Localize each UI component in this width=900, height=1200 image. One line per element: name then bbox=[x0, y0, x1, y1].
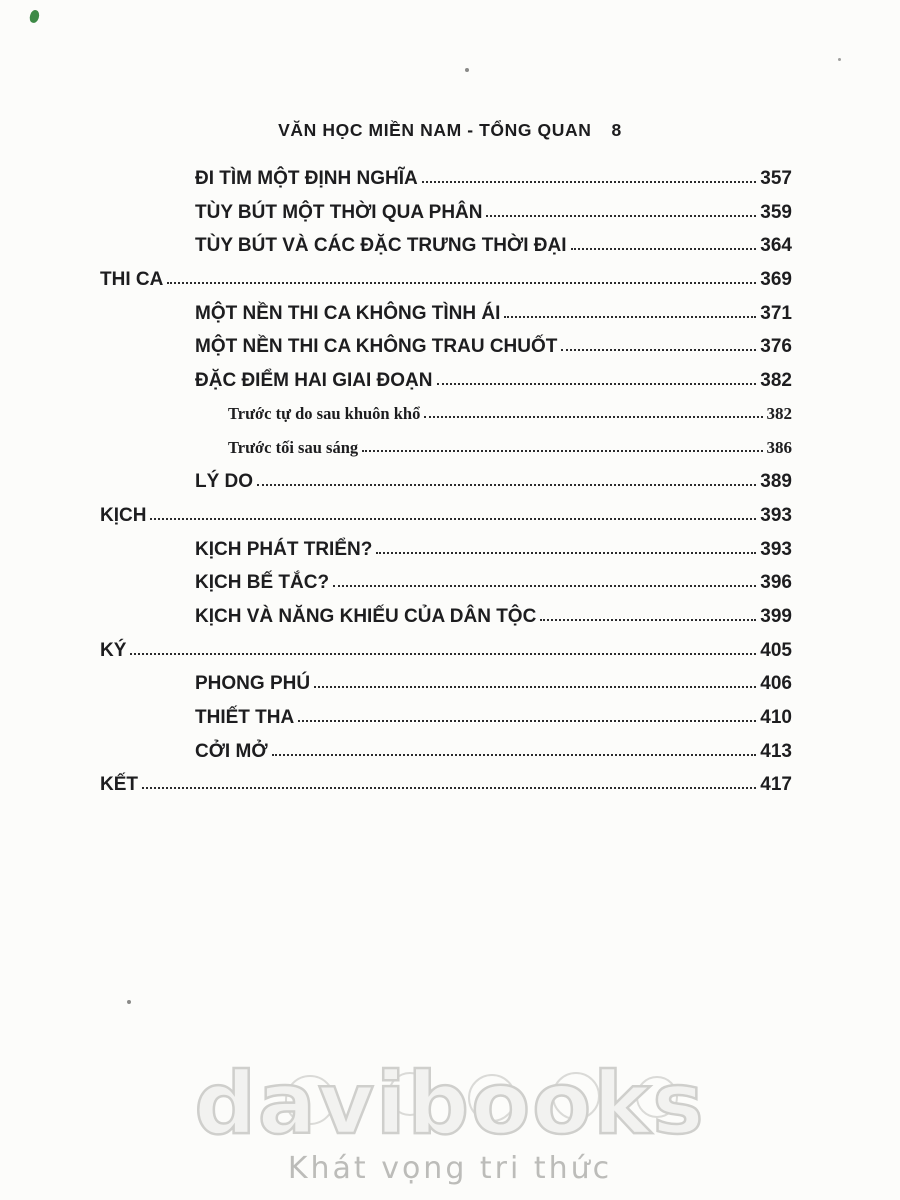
toc-entry-title: THIẾT THA bbox=[195, 707, 295, 728]
toc-entry-page: 417 bbox=[760, 774, 792, 796]
toc-row: Trước tự do sau khuôn khổ 382 bbox=[100, 404, 792, 438]
toc-row: ĐI TÌM MỘT ĐỊNH NGHĨA 357 bbox=[100, 168, 792, 202]
dot-leader bbox=[486, 214, 757, 217]
toc-entry-title: KỊCH PHÁT TRIỂN? bbox=[195, 538, 373, 560]
table-of-contents: ĐI TÌM MỘT ĐỊNH NGHĨA 357 TÙY BÚT MỘT TH… bbox=[100, 168, 792, 808]
watermark-circle bbox=[552, 1072, 600, 1120]
toc-entry-title: MỘT NỀN THI CA KHÔNG TÌNH ÁI bbox=[195, 302, 501, 324]
toc-row: KẾT 417 bbox=[100, 774, 792, 808]
page-header: VĂN HỌC MIỀN NAM - TỔNG QUAN 8 bbox=[0, 120, 900, 141]
watermark-circle bbox=[636, 1076, 678, 1118]
dot-leader bbox=[314, 686, 757, 689]
dot-leader bbox=[271, 753, 757, 756]
toc-row: ĐẶC ĐIỂM HAI GIAI ĐOẠN 382 bbox=[100, 370, 792, 404]
toc-entry-title: MỘT NỀN THI CA KHÔNG TRAU CHUỐT bbox=[195, 336, 558, 358]
toc-entry-title: CỞI MỞ bbox=[195, 740, 268, 762]
dot-leader bbox=[561, 349, 757, 352]
dot-leader bbox=[298, 720, 757, 722]
toc-entry-title: ĐẶC ĐIỂM HAI GIAI ĐOẠN bbox=[195, 370, 433, 392]
toc-entry-title: TÙY BÚT MỘT THỜI QUA PHÂN bbox=[195, 201, 483, 223]
toc-row: THIẾT THA 410 bbox=[100, 707, 792, 741]
toc-entry-title: KỊCH VÀ NĂNG KHIẾU CỦA DÂN TỘC bbox=[195, 605, 537, 627]
dot-leader bbox=[333, 585, 757, 588]
toc-entry-title: KỊCH bbox=[100, 504, 147, 526]
toc-row: THI CA 369 bbox=[100, 269, 792, 303]
scan-speck bbox=[838, 58, 841, 61]
toc-row: KÝ 405 bbox=[100, 640, 792, 674]
toc-entry-page: 382 bbox=[760, 370, 792, 392]
toc-entry-title: THI CA bbox=[100, 269, 164, 291]
dot-leader bbox=[376, 551, 757, 554]
toc-entry-page: 399 bbox=[760, 605, 792, 627]
scan-speck bbox=[127, 1000, 131, 1004]
toc-entry-page: 389 bbox=[760, 471, 792, 493]
toc-entry-title: Trước tối sau sáng bbox=[228, 437, 359, 457]
dot-leader bbox=[504, 315, 757, 318]
dot-leader bbox=[436, 383, 757, 386]
toc-entry-title: LÝ DO bbox=[195, 471, 254, 493]
toc-row: CỞI MỞ 413 bbox=[100, 741, 792, 775]
toc-entry-title: KẾT bbox=[100, 774, 138, 796]
toc-entry-page: 357 bbox=[760, 168, 792, 189]
toc-row: MỘT NỀN THI CA KHÔNG TÌNH ÁI 371 bbox=[100, 303, 792, 337]
toc-entry-page: 382 bbox=[766, 403, 793, 423]
toc-row: TÙY BÚT MỘT THỜI QUA PHÂN 359 bbox=[100, 202, 792, 236]
scan-speck-green bbox=[28, 8, 41, 25]
toc-row: LÝ DO 389 bbox=[100, 471, 792, 505]
watermark-circle bbox=[468, 1074, 516, 1122]
dot-leader bbox=[362, 449, 763, 452]
watermark-circle bbox=[285, 1075, 335, 1125]
toc-entry-title: Trước tự do sau khuôn khổ bbox=[228, 403, 421, 423]
toc-row: KỊCH PHÁT TRIỂN? 393 bbox=[100, 539, 792, 573]
toc-entry-title: KÝ bbox=[100, 639, 127, 661]
watermark-brand: davibooks bbox=[193, 1054, 706, 1154]
dot-leader bbox=[540, 618, 757, 621]
toc-entry-title: TÙY BÚT VÀ CÁC ĐẶC TRƯNG THỜI ĐẠI bbox=[195, 235, 567, 257]
watermark-tagline: Khát vọng tri thức bbox=[287, 1151, 613, 1186]
toc-entry-title: ĐI TÌM MỘT ĐỊNH NGHĨA bbox=[195, 168, 418, 189]
toc-entry-page: 410 bbox=[760, 707, 792, 728]
toc-row: KỊCH BẾ TẮC? 396 bbox=[100, 572, 792, 606]
toc-entry-page: 376 bbox=[760, 336, 792, 358]
dot-leader bbox=[167, 282, 757, 285]
toc-entry-page: 364 bbox=[760, 235, 792, 257]
toc-entry-page: 413 bbox=[760, 740, 792, 762]
toc-row: TÙY BÚT VÀ CÁC ĐẶC TRƯNG THỜI ĐẠI 364 bbox=[100, 235, 792, 269]
book-title: VĂN HỌC MIỀN NAM - TỔNG QUAN bbox=[278, 120, 592, 140]
watermark-circle bbox=[388, 1072, 432, 1116]
toc-entry-page: 369 bbox=[760, 269, 792, 291]
dot-leader bbox=[421, 181, 757, 183]
toc-entry-page: 406 bbox=[760, 673, 792, 695]
toc-entry-page: 393 bbox=[760, 504, 792, 526]
page-number: 8 bbox=[611, 120, 622, 140]
toc-entry-page: 405 bbox=[760, 639, 792, 661]
dot-leader bbox=[150, 517, 757, 520]
dot-leader bbox=[142, 787, 757, 790]
dot-leader bbox=[570, 248, 757, 251]
toc-row: KỊCH 393 bbox=[100, 505, 792, 539]
dot-leader bbox=[257, 484, 757, 487]
toc-row: Trước tối sau sáng 386 bbox=[100, 438, 792, 472]
toc-entry-page: 396 bbox=[760, 572, 792, 594]
toc-entry-page: 359 bbox=[760, 201, 792, 223]
dot-leader bbox=[424, 415, 763, 418]
toc-row: MỘT NỀN THI CA KHÔNG TRAU CHUỐT 376 bbox=[100, 336, 792, 370]
scan-speck bbox=[465, 68, 469, 72]
toc-entry-page: 386 bbox=[766, 437, 793, 457]
toc-entry-title: KỊCH BẾ TẮC? bbox=[195, 572, 330, 594]
watermark: davibooks Khát vọng tri thức bbox=[0, 1054, 900, 1186]
toc-row: PHONG PHÚ 406 bbox=[100, 673, 792, 707]
toc-row: KỊCH VÀ NĂNG KHIẾU CỦA DÂN TỘC 399 bbox=[100, 606, 792, 640]
dot-leader bbox=[130, 652, 757, 655]
toc-entry-page: 371 bbox=[760, 302, 792, 324]
toc-entry-title: PHONG PHÚ bbox=[195, 673, 311, 695]
toc-entry-page: 393 bbox=[760, 538, 792, 560]
